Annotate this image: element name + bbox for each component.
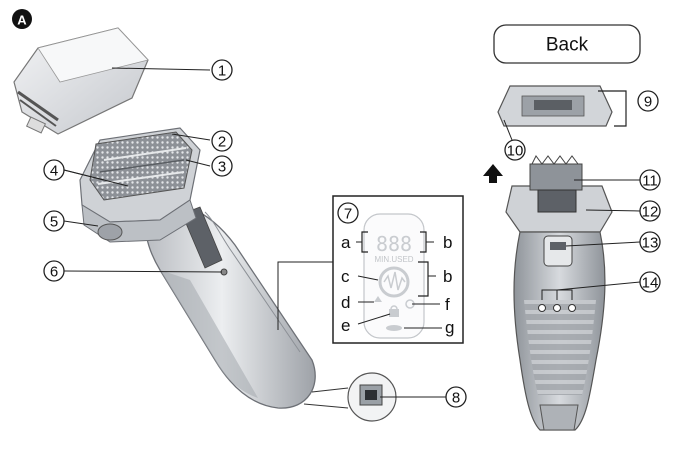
callout-2: 2 [211, 130, 233, 152]
display-detail-box: 888 MIN.USED a b c b d f e g [277, 195, 464, 344]
display-unit-text: MIN.USED [374, 255, 413, 264]
callout-4: 4 [43, 159, 65, 181]
callout-6: 6 [43, 260, 65, 282]
back-view-label: Back [493, 24, 641, 64]
lock-icon [389, 309, 399, 317]
cleaning-indicator-icon [374, 296, 382, 302]
shaver-back-illustration [505, 155, 613, 431]
display-label-c: c [341, 267, 350, 286]
display-label-b-2: b [443, 267, 452, 286]
callout-14: 14 [639, 271, 661, 293]
display-label-g: g [445, 318, 454, 337]
back-view-text: Back [546, 35, 589, 56]
callout-13-label: 13 [642, 235, 659, 252]
callout-11-label: 11 [642, 173, 658, 190]
callout-3: 3 [211, 155, 233, 177]
leader-lines [63, 67, 641, 398]
callout-7-label: 7 [344, 206, 352, 223]
callout-2-label: 2 [218, 134, 226, 151]
callout-12: 12 [639, 200, 661, 222]
callout-4-label: 4 [50, 163, 58, 180]
display-label-f: f [445, 295, 450, 314]
callout-1: 1 [211, 59, 233, 81]
display-digits: 888 [376, 232, 412, 256]
callout-markers: 1 2 3 4 5 6 7 8 9 10 11 12 13 14 [43, 59, 661, 408]
callout-10-label: 10 [507, 143, 524, 160]
head-frame-illustration [497, 85, 627, 141]
protective-cap-illustration [13, 27, 149, 135]
callout-5: 5 [43, 210, 65, 232]
charging-icon [386, 325, 402, 331]
callout-10: 10 [504, 139, 526, 161]
callout-8-label: 8 [452, 390, 460, 407]
callout-6-label: 6 [50, 264, 58, 281]
callout-1-label: 1 [218, 63, 226, 80]
callout-5-label: 5 [50, 214, 58, 231]
display-label-b-1: b [443, 233, 452, 252]
socket-inset-illustration [303, 372, 397, 422]
callout-7: 7 [337, 202, 359, 224]
callout-14-label: 14 [642, 275, 659, 292]
callout-8: 8 [445, 386, 467, 408]
display-label-e: e [341, 316, 350, 335]
section-marker-label: A [17, 13, 27, 28]
callout-3-label: 3 [218, 159, 226, 176]
callout-9-label: 9 [644, 94, 652, 111]
shaver-main-illustration [79, 127, 316, 409]
section-marker: A [12, 9, 32, 29]
display-label-d: d [341, 293, 350, 312]
up-arrow-icon [483, 164, 503, 183]
callout-9: 9 [637, 90, 659, 112]
display-label-a: a [341, 233, 351, 252]
callout-11: 11 [639, 169, 661, 191]
callout-12-label: 12 [642, 204, 659, 221]
callout-13: 13 [639, 231, 661, 253]
